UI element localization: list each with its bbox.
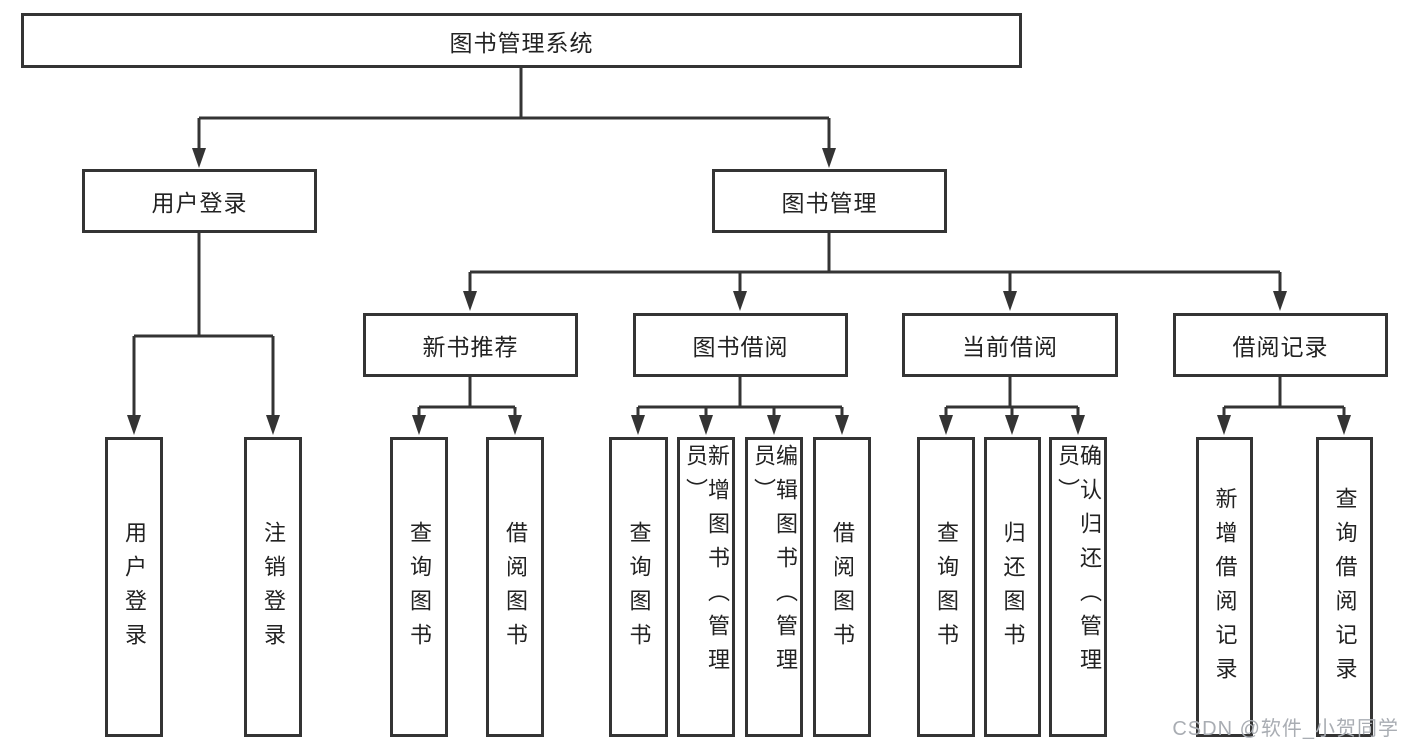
leaf-query-book-borrow: 查询图书 <box>609 437 668 737</box>
csdn-watermark: CSDN @软件_小贺同学 <box>1172 718 1399 740</box>
leaf-logout: 注销登录 <box>244 437 302 737</box>
node-borrow-records: 借阅记录 <box>1173 313 1388 377</box>
node-current-borrow: 当前借阅 <box>902 313 1118 377</box>
leaf-query-borrow-record: 查询借阅记录 <box>1316 437 1373 737</box>
leaf-borrow-book: 借阅图书 <box>813 437 871 737</box>
leaf-confirm-return-admin: 确认归还（管理员） <box>1049 437 1107 737</box>
node-library-management-system: 图书管理系统 <box>21 13 1022 68</box>
leaf-query-book-current: 查询图书 <box>917 437 975 737</box>
leaf-user-login: 用户登录 <box>105 437 163 737</box>
node-book-management: 图书管理 <box>712 169 947 233</box>
arrowheads <box>127 148 1351 435</box>
leaf-query-book-recommend: 查询图书 <box>390 437 448 737</box>
leaf-add-borrow-record: 新增借阅记录 <box>1196 437 1253 737</box>
node-user-login: 用户登录 <box>82 169 317 233</box>
leaf-return-book: 归还图书 <box>984 437 1041 737</box>
leaf-borrow-book-recommend: 借阅图书 <box>486 437 544 737</box>
leaf-edit-book-admin: 编辑图书（管理员） <box>745 437 803 737</box>
node-book-borrow: 图书借阅 <box>633 313 848 377</box>
node-new-book-recommend: 新书推荐 <box>363 313 578 377</box>
leaf-add-book-admin: 新增图书（管理员） <box>677 437 735 737</box>
